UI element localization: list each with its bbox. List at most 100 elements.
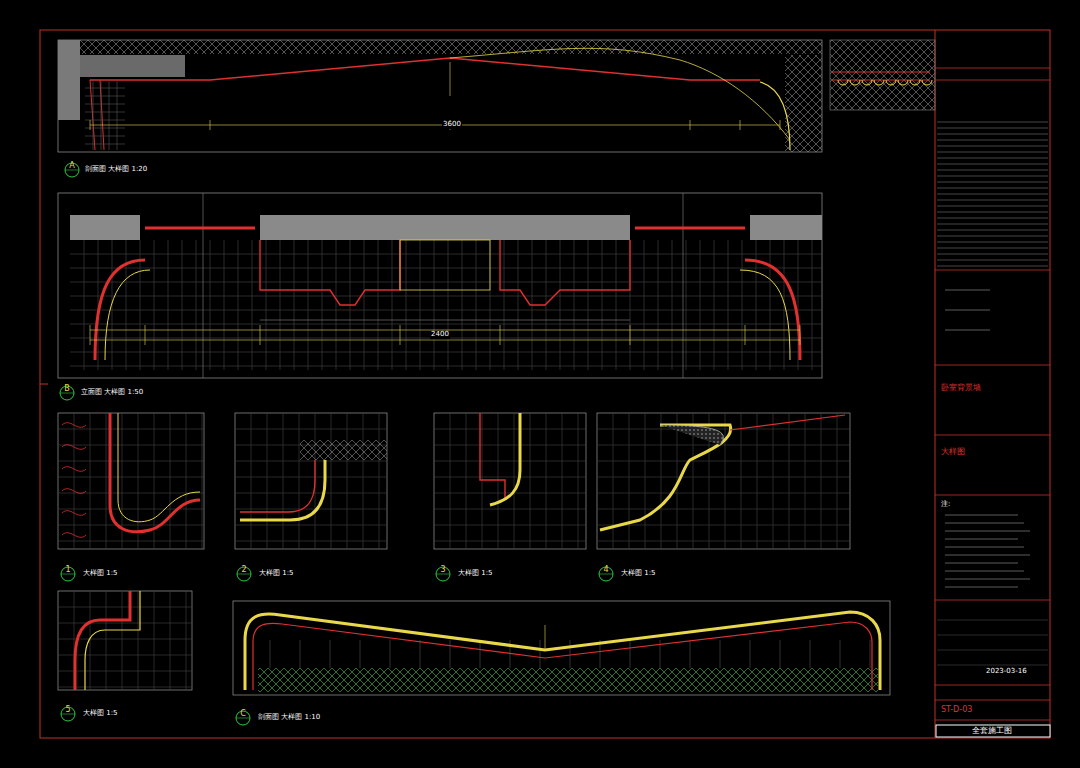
stud xyxy=(420,640,421,668)
bead xyxy=(886,80,896,85)
view-frame xyxy=(58,40,822,152)
grid-line xyxy=(58,525,204,526)
corner-curve xyxy=(740,270,790,360)
stud xyxy=(630,640,631,668)
grid-line xyxy=(182,240,183,370)
grid-line xyxy=(85,136,125,137)
revision-row xyxy=(937,200,1048,201)
grid-line xyxy=(770,240,771,370)
callout-circle xyxy=(61,707,75,721)
corner-curve xyxy=(105,270,150,360)
bead xyxy=(910,80,920,85)
grid-line xyxy=(448,240,449,370)
grid-line xyxy=(109,80,110,150)
dim-tick xyxy=(260,325,261,345)
stud xyxy=(330,640,331,668)
grid-line xyxy=(700,240,701,370)
grid-line xyxy=(546,413,547,549)
grid-line xyxy=(235,525,387,526)
grid-line xyxy=(70,282,822,283)
view-title: 大样图 1:5 xyxy=(82,570,119,578)
grid-line xyxy=(347,413,348,549)
soffit xyxy=(145,227,745,230)
base-hatch xyxy=(258,668,878,692)
info-row xyxy=(937,635,1048,636)
revision-row xyxy=(937,128,1048,129)
grid-line xyxy=(235,429,387,430)
dimension: 3600 xyxy=(442,121,462,129)
grid-line xyxy=(686,240,687,370)
dimension: 2400 xyxy=(430,331,450,339)
beam xyxy=(70,215,140,240)
view-title: 剖面图 大样图 1:10 xyxy=(257,714,321,722)
section-line xyxy=(203,193,204,378)
callout-circle xyxy=(61,567,75,581)
revision-row xyxy=(937,164,1048,165)
dim-tick xyxy=(745,325,746,345)
view-title: 剖面图 大样图 1:20 xyxy=(84,166,148,174)
grid-line xyxy=(154,591,155,690)
note-line xyxy=(945,579,1030,580)
title-block-text: 注: xyxy=(940,501,951,509)
callout-circle xyxy=(60,386,74,400)
grid-line xyxy=(70,254,822,255)
title-block-text: 2023-03-16 xyxy=(985,668,1028,676)
grid-line xyxy=(364,240,365,370)
revision-row xyxy=(937,158,1048,159)
grid-line xyxy=(106,413,107,549)
cornice xyxy=(90,80,104,150)
note-line xyxy=(945,555,1030,556)
grid-line xyxy=(661,413,662,549)
profile xyxy=(110,413,200,532)
grid-line xyxy=(602,240,603,370)
revision-row xyxy=(937,176,1048,177)
stud xyxy=(810,640,811,668)
grid-line xyxy=(562,413,563,549)
dim-tick xyxy=(690,120,691,130)
grid-line xyxy=(466,413,467,549)
title-row xyxy=(935,700,1050,701)
detail-hatch xyxy=(830,40,935,110)
stud xyxy=(840,640,841,668)
title-block-text: 全套施工图 xyxy=(971,727,1013,736)
revision-row xyxy=(937,218,1048,219)
stud xyxy=(720,640,721,668)
grid-line xyxy=(101,80,102,150)
grid-line xyxy=(725,413,726,549)
callout-number: 1 xyxy=(64,566,71,575)
revision-row xyxy=(937,134,1048,135)
grid-line xyxy=(805,413,806,549)
callout-number: B xyxy=(63,385,71,394)
revision-row xyxy=(937,122,1048,123)
grid-line xyxy=(70,324,822,325)
grid-line xyxy=(90,413,91,549)
grid-line xyxy=(645,413,646,549)
curved-edge xyxy=(760,82,790,150)
grid-line xyxy=(70,296,822,297)
bead xyxy=(874,80,884,85)
dim-tick xyxy=(145,325,146,345)
stud xyxy=(450,640,451,668)
grid-line xyxy=(434,477,586,478)
section-line xyxy=(683,193,684,378)
revision-row xyxy=(937,170,1048,171)
grid-line xyxy=(58,671,192,672)
grid-line xyxy=(714,240,715,370)
grid-line xyxy=(85,112,125,113)
grid-line xyxy=(58,623,192,624)
grid-line xyxy=(308,240,309,370)
grid-line xyxy=(170,591,171,690)
grid-line xyxy=(450,413,451,549)
note-line xyxy=(945,515,1018,516)
wall-block xyxy=(80,55,185,77)
title-row xyxy=(935,685,1050,686)
beam xyxy=(260,215,630,240)
callout-circle xyxy=(237,567,251,581)
callout-number: C xyxy=(239,710,247,719)
view-frame xyxy=(235,413,387,549)
texture xyxy=(62,489,86,494)
grid-line xyxy=(70,268,822,269)
profile xyxy=(245,612,880,690)
dim-tick xyxy=(780,120,781,130)
